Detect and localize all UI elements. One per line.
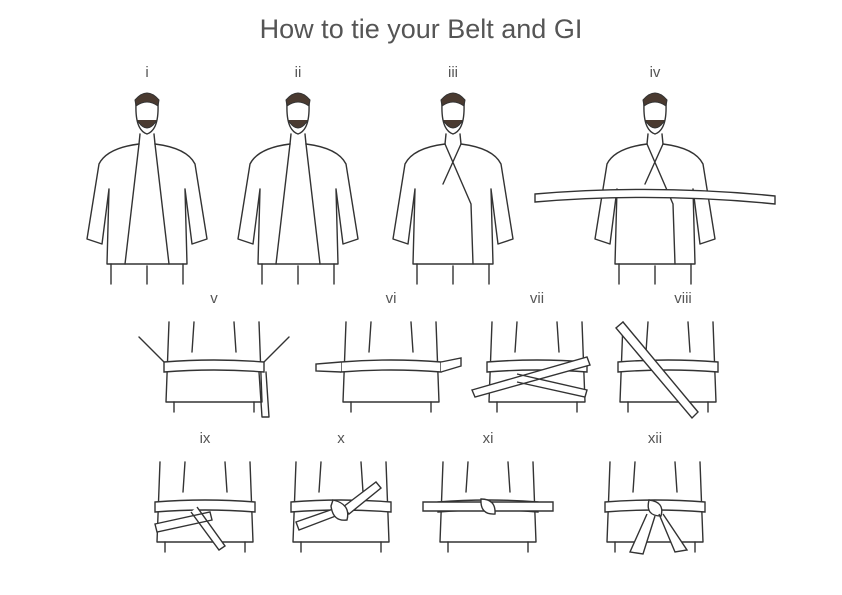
figure-step-x [290, 461, 392, 553]
step-label-vi: vi [385, 290, 397, 307]
step-label-xii: xii [647, 430, 663, 447]
figure-step-iii [392, 92, 514, 285]
step-label-iv: iv [649, 64, 661, 81]
page-title: How to tie your Belt and GI [259, 14, 583, 44]
figure-step-i [86, 92, 208, 285]
step-label-xi: xi [482, 430, 494, 447]
figure-step-ii [237, 92, 359, 285]
figure-step-vii [471, 321, 591, 413]
figure-step-iv [534, 92, 776, 285]
step-label-ix: ix [199, 430, 211, 447]
step-label-vii: vii [529, 290, 545, 307]
step-label-viii: viii [674, 290, 692, 307]
step-label-i: i [145, 64, 149, 81]
figure-step-vi [315, 321, 462, 413]
figure-step-v [138, 321, 290, 418]
step-label-ii: ii [294, 64, 302, 81]
figure-step-ix [154, 461, 256, 553]
step-label-iii: iii [448, 64, 458, 81]
figure-step-xii [604, 461, 706, 555]
figure-step-viii [615, 321, 719, 420]
step-label-x: x [337, 430, 345, 447]
figure-step-xi [422, 461, 554, 553]
step-label-v: v [210, 290, 218, 307]
